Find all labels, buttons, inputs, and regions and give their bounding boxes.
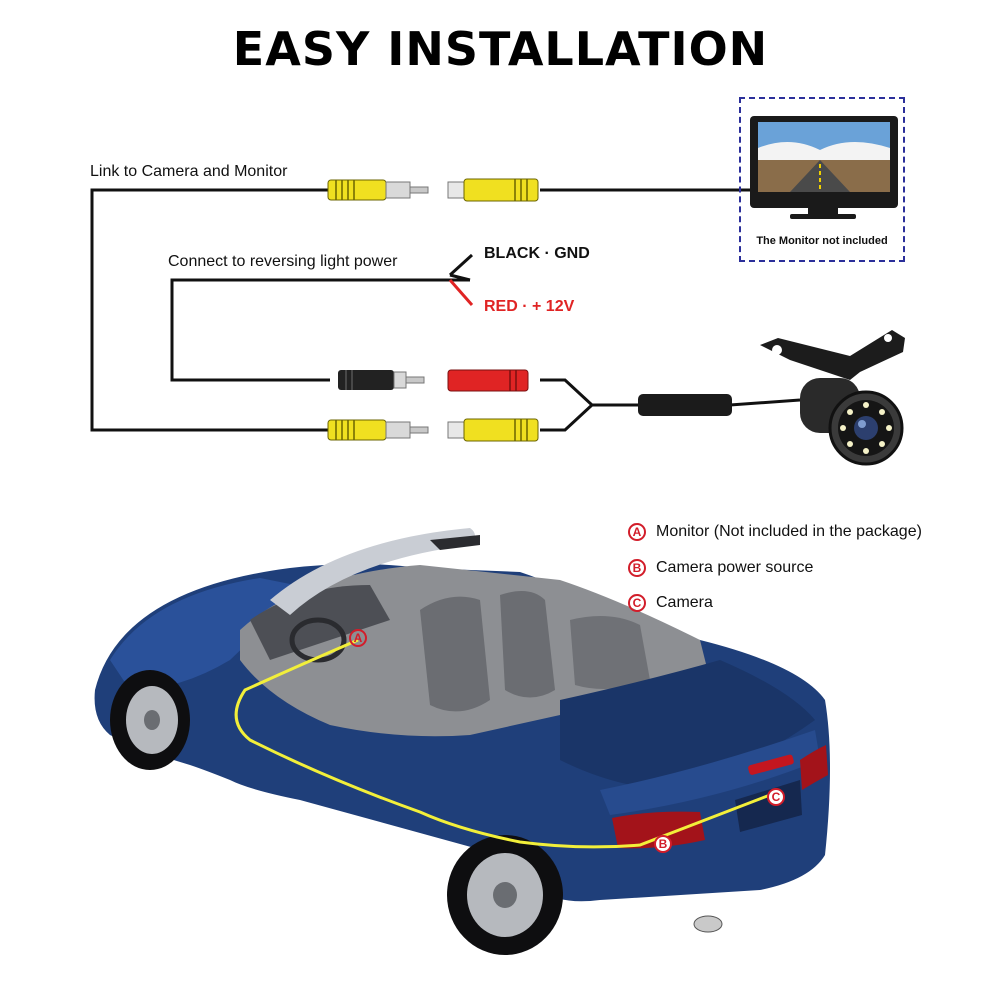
monitor-icon [750,116,898,219]
video-loop-wire [90,188,330,432]
rca-male-power [338,370,425,390]
cable-inline-box [638,394,732,416]
monitor-not-included-frame: The Monitor not included [739,97,905,262]
wires [90,188,801,432]
page-title: EASY INSTALLATION [232,22,769,76]
marker-c: C [767,788,785,806]
legend-item-monitor: A Monitor (Not included in the package) [628,521,922,543]
car-illustration [94,528,831,955]
power-link-label: Connect to reversing light power [168,253,398,270]
legend-text-power: Camera power source [656,559,814,576]
legend-badge-a: A [628,523,646,541]
marker-b: B [654,835,672,853]
legend-text-camera: Camera [656,594,713,611]
power-loop-wire [170,278,470,382]
route-line [234,638,771,849]
camera-merge-wire [540,378,595,432]
legend-item-camera: C Camera [628,592,713,614]
monitor-note: The Monitor not included [756,235,888,247]
rca-female-video-top [447,178,539,202]
legend-badge-b: B [628,559,646,577]
camera-icon [760,330,905,466]
rca-male-video-top [327,179,429,201]
black-gnd-label: BLACK · GND [484,245,590,262]
black-gnd-wire [448,253,474,277]
rca-female-video-bottom [447,418,539,442]
rca-female-power [447,369,529,392]
camera-cable [729,398,801,407]
legend-item-power: B Camera power source [628,557,813,579]
legend-badge-c: C [628,594,646,612]
red-12v-wire [448,279,474,306]
marker-a: A [349,629,367,647]
video-link-label: Link to Camera and Monitor [90,163,288,180]
rca-male-video-bottom [327,419,429,441]
legend-text-monitor: Monitor (Not included in the package) [656,523,922,540]
red-12v-label: RED · + 12V [484,298,575,315]
